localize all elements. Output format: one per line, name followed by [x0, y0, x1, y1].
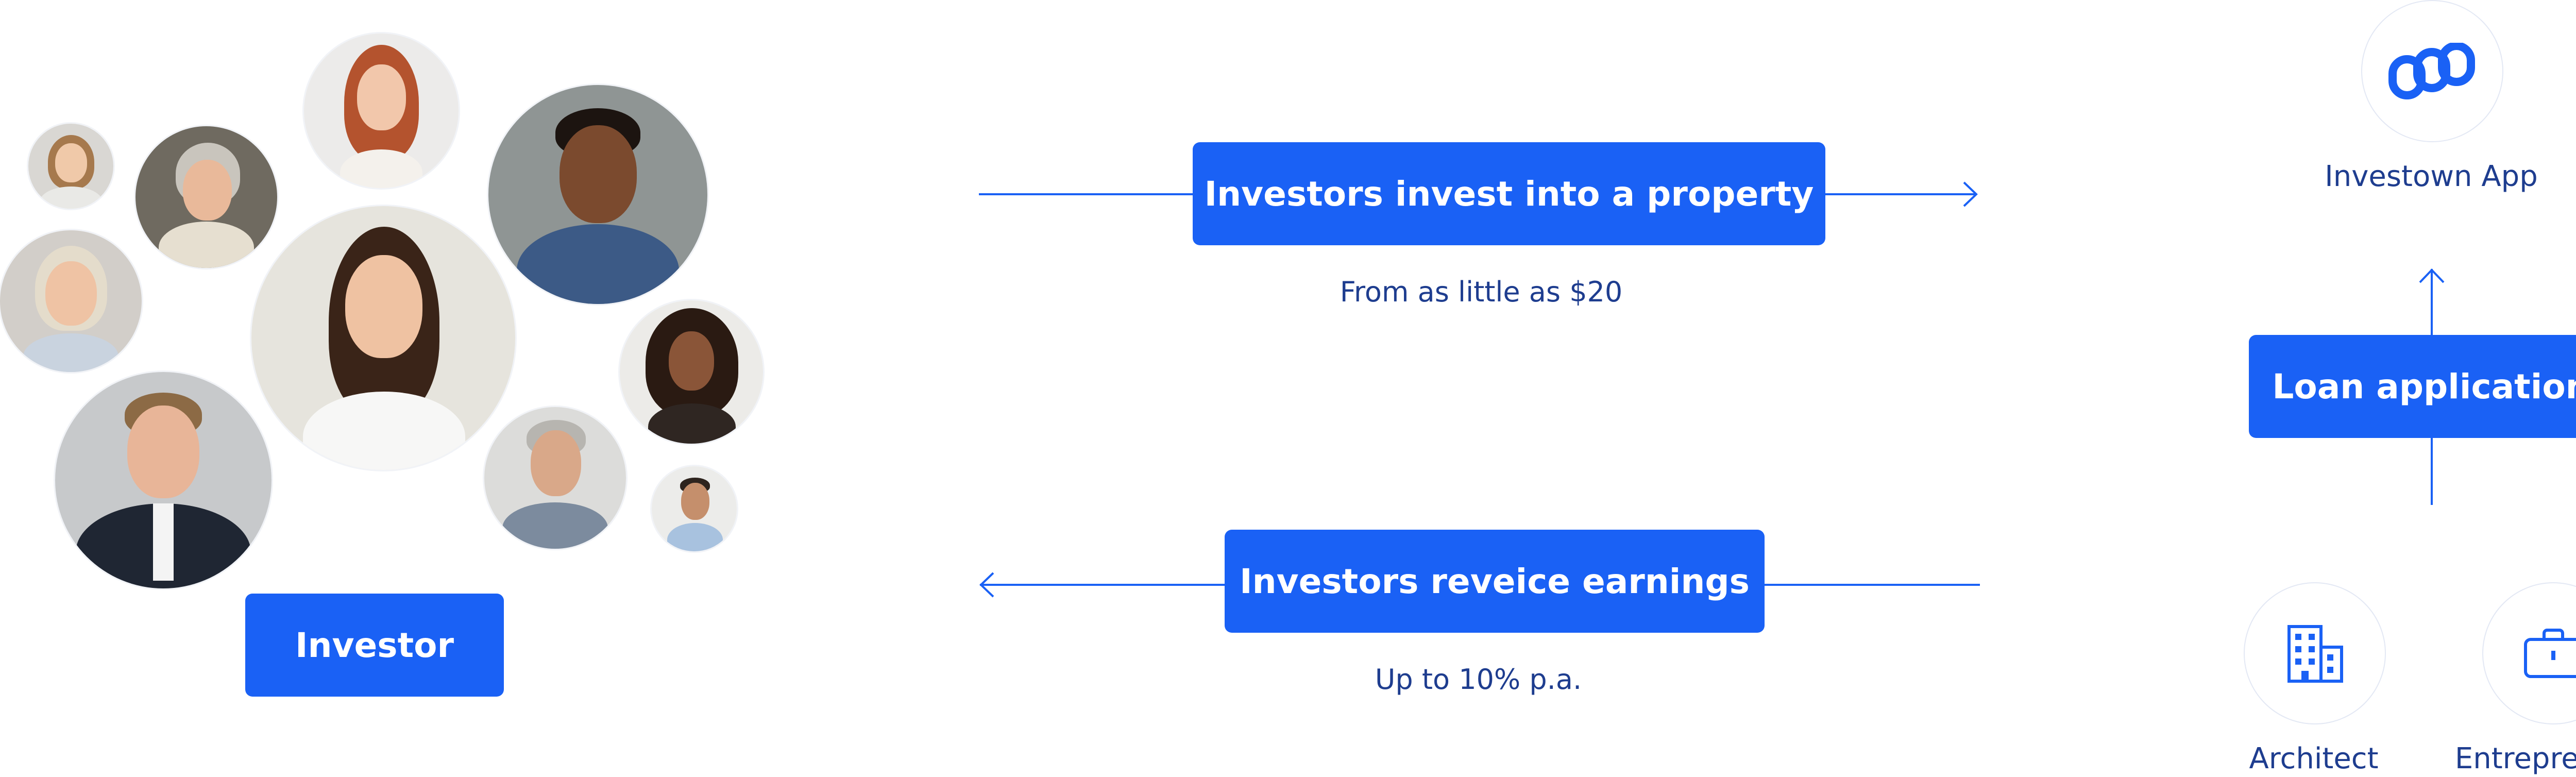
investor-label: Investor	[245, 594, 504, 697]
investor-avatar	[0, 230, 142, 372]
investor-avatar	[28, 124, 113, 209]
investor-avatar	[251, 206, 515, 470]
investor-avatar	[484, 407, 626, 549]
loan-arrow-line-bottom	[2431, 438, 2433, 505]
arrow-right-icon	[1963, 181, 1978, 207]
invest-arrow-line-right	[1825, 193, 1975, 195]
investown-logo-icon	[2388, 43, 2475, 99]
earnings-arrow-line-right	[1765, 584, 1980, 586]
earnings-note: Up to 10% p.a.	[1375, 663, 1582, 696]
loan-arrow-line-top	[2431, 269, 2433, 336]
investor-avatar	[620, 300, 763, 444]
earnings-label: Investors reveice earnings	[1225, 530, 1765, 633]
briefcase-icon	[2524, 629, 2576, 678]
investor-avatar	[304, 33, 459, 188]
invest-label: Investors invest into a property	[1193, 142, 1825, 245]
investor-avatar	[652, 466, 737, 551]
invest-note: From as little as $20	[1340, 276, 1623, 308]
app-logo-circle	[2361, 0, 2503, 142]
invest-arrow-line-left	[979, 193, 1195, 195]
entrepreneur-circle	[2482, 582, 2576, 724]
investor-avatar	[55, 372, 272, 588]
building-icon	[2287, 625, 2343, 683]
architect-circle	[2244, 582, 2386, 724]
investor-avatar	[488, 85, 707, 304]
app-label: Investown App	[2325, 160, 2538, 193]
entrepreneur-label: Entrepreneur	[2454, 742, 2576, 775]
loan-application-label: Loan application	[2249, 335, 2576, 438]
architect-label: Architect	[2249, 742, 2379, 775]
earnings-arrow-line-left	[980, 584, 1227, 586]
